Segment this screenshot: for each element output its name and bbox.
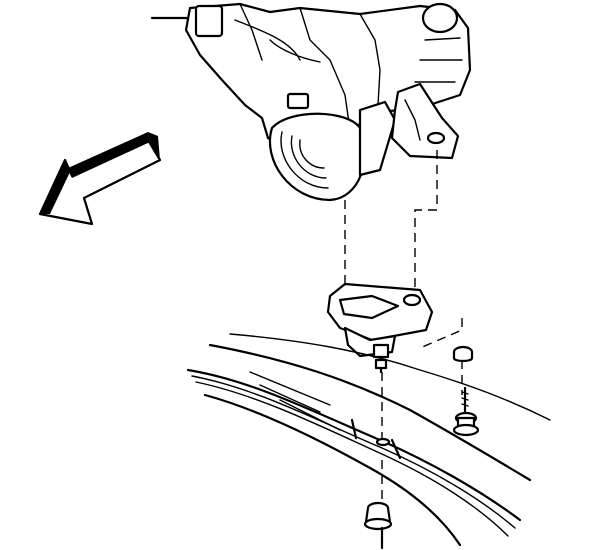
mount-bracket: [390, 82, 460, 160]
output-yoke: [268, 100, 397, 202]
front-direction-arrow: [38, 132, 162, 226]
mount-nut: [452, 345, 474, 363]
frame-crossmember: [186, 333, 551, 547]
transmission-mount: [326, 282, 434, 374]
crossmember-nut: [363, 501, 393, 550]
transfer-case-housing: [150, 2, 472, 152]
mount-bolt: [452, 386, 480, 437]
alignment-lines: [344, 150, 463, 500]
